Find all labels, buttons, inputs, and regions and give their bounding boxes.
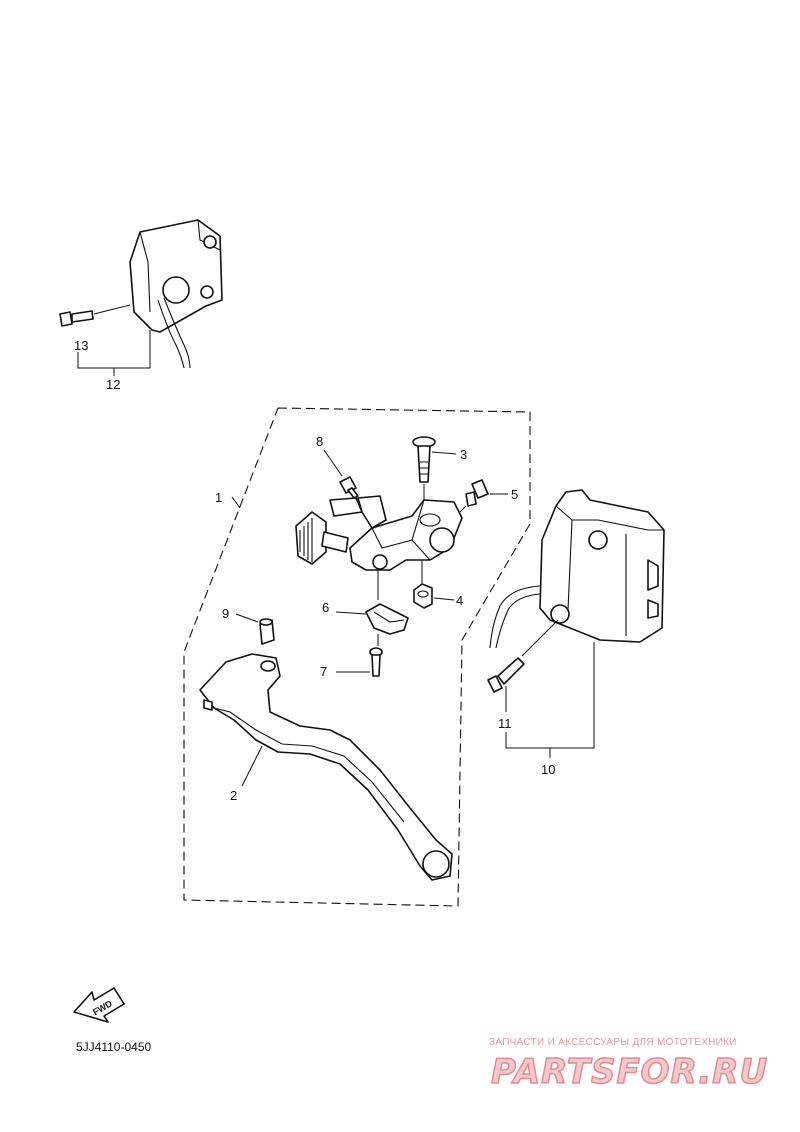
drawing-code: 5JJ4110-0450	[76, 1040, 152, 1054]
bracket-12	[77, 330, 151, 369]
adjuster-knob	[295, 511, 349, 565]
label-6: 6	[322, 600, 329, 615]
label-7: 7	[320, 664, 327, 679]
switch-6	[335, 603, 409, 646]
label-1: 1	[215, 490, 222, 505]
label-5: 5	[511, 487, 518, 502]
collar-9	[235, 613, 275, 645]
bolt-3	[412, 436, 457, 500]
label-3: 3	[460, 447, 467, 462]
lever-2	[199, 653, 453, 881]
label-2: 2	[230, 788, 237, 803]
screw-11	[487, 619, 559, 712]
lever-holder	[349, 499, 463, 600]
nut-4	[413, 583, 455, 609]
label-10: 10	[541, 762, 555, 777]
bracket-10	[505, 642, 595, 749]
watermark-tagline: ЗАПЧАСТИ И АКСЕССУАРЫ ДЛЯ МОТОТЕХНИКИ	[489, 1037, 737, 1048]
label-13: 13	[74, 338, 88, 353]
fwd-arrow-icon: FWD	[73, 987, 125, 1023]
switch-bracket	[329, 495, 387, 529]
label-9: 9	[222, 606, 229, 621]
screw-7	[336, 647, 383, 677]
label-4: 4	[456, 593, 463, 608]
label-8: 8	[316, 434, 323, 449]
assembly-boundary	[183, 407, 531, 907]
label-12: 12	[106, 377, 120, 392]
left-switch-housing	[129, 219, 223, 369]
watermark-logo: PARTSFOR.RU	[490, 1051, 769, 1093]
screw-8	[323, 449, 359, 499]
screw-13	[59, 304, 131, 327]
label-11: 11	[498, 716, 512, 731]
bolt-5	[459, 479, 508, 513]
right-switch-housing	[489, 489, 665, 649]
